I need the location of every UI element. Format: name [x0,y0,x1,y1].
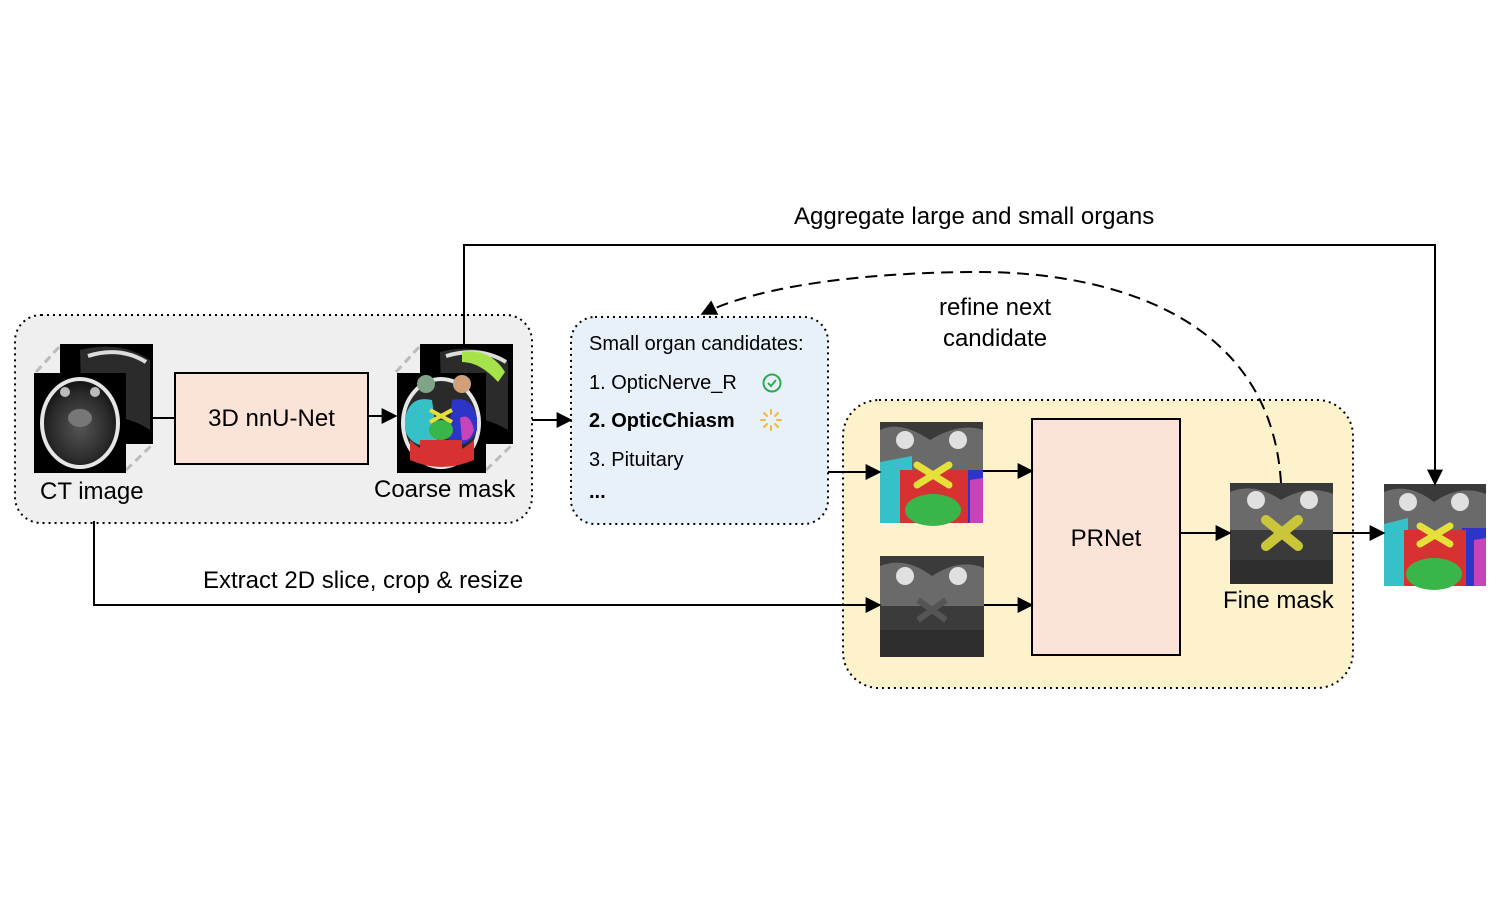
aggregate-arrow [463,244,1443,486]
candidate-item-3: 3. Pituitary [589,449,684,471]
nnunet-block-label: 3D nnU-Net [208,405,335,432]
prnet-block-label: PRNet [1070,525,1142,552]
refine-label: refine next candidate [938,294,1052,352]
coarse-mask-label: Coarse mask [374,476,516,503]
coarse-crop-thumbnail [880,422,983,526]
ct-image-label: CT image [40,478,144,505]
ct-image-stack [34,344,155,473]
refine-loop-arrow [700,270,1282,484]
spinner-icon [760,409,782,431]
fine-mask-thumbnail [1230,483,1333,584]
coarse-mask-stack [394,344,515,473]
candidate-item-2: 2. OpticChiasm [589,410,735,432]
extract-label: Extract 2D slice, crop & resize [203,567,524,594]
candidate-item-1: 1. OpticNerve_R [589,372,737,394]
nnunet-block-box [174,372,369,465]
fine-mask-label: Fine mask [1223,587,1334,614]
output-mask-thumbnail [1384,484,1486,590]
aggregate-label: Aggregate large and small organs [794,203,1155,230]
prnet-block-box [1031,418,1181,656]
candidates-title: Small organ candidates: [589,333,804,355]
connectors [93,244,1443,613]
candidate-more: ... [589,481,606,503]
check-circle-icon [762,373,782,393]
extract-arrow [93,521,882,613]
raw-crop-thumbnail [880,556,984,657]
